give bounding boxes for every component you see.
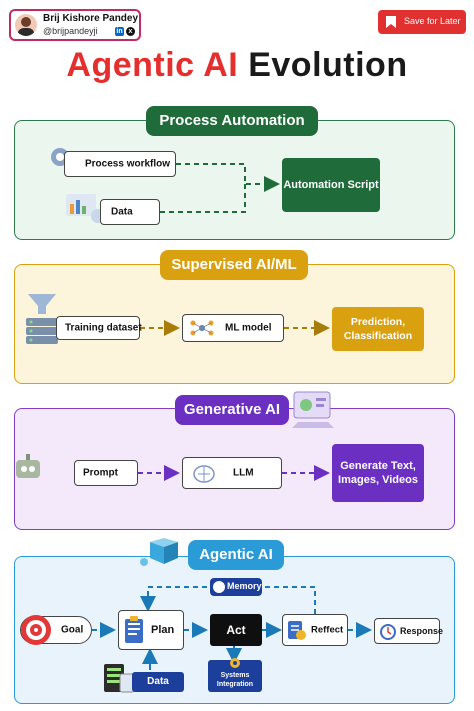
reflect-label: Reffect	[311, 624, 344, 636]
process-automation-heading: Process Automation	[146, 106, 318, 136]
prompt-node: Prompt	[74, 460, 138, 486]
systems-integration-node: Systems Integration	[208, 658, 262, 692]
page-title: Agentic AI Evolution	[0, 46, 474, 85]
goal-node: Goal	[20, 615, 92, 645]
process-workflow-node: Process workflow	[64, 151, 176, 177]
act-node: Act	[210, 614, 262, 646]
reflect-node: Reffect	[282, 614, 348, 646]
goal-label: Goal	[61, 624, 84, 636]
linkedin-icon[interactable]: in	[115, 27, 124, 36]
plan-node: Plan	[118, 610, 184, 650]
plan-label: Plan	[151, 624, 175, 636]
ml-model-label: ML model	[225, 322, 272, 334]
title-part-1: Agentic AI	[66, 46, 239, 84]
response-label: Response	[400, 626, 444, 636]
training-dataset-label: Training dataset	[65, 322, 142, 334]
supervised-ai-heading: Supervised AI/ML	[160, 250, 308, 280]
automation-script-output: Automation Script	[282, 158, 380, 212]
avatar	[15, 14, 37, 36]
agentic-ai-heading: Agentic AI	[188, 540, 284, 570]
llm-label: LLM	[233, 467, 254, 479]
response-node: Response	[374, 618, 444, 644]
data-server-icon	[100, 660, 136, 701]
bookmark-icon	[385, 15, 397, 34]
generate-content-output: Generate Text, Images, Videos	[332, 444, 424, 502]
ml-model-node: ML model	[182, 314, 284, 342]
x-icon[interactable]: x	[126, 27, 135, 36]
save-for-later-label: Save for Later	[404, 16, 461, 26]
training-dataset-node: Training dataset	[56, 316, 142, 340]
author-handle: @brijpandeyji	[43, 26, 98, 36]
agentic-data-node: Data	[132, 672, 184, 692]
generative-illustration-icon	[288, 386, 342, 437]
chatbot-icon	[14, 452, 44, 489]
integration-gear-icon	[229, 656, 241, 674]
reflect-icon	[286, 619, 308, 646]
process-automation-section	[14, 120, 455, 240]
memory-icon	[213, 581, 225, 593]
generative-ai-heading: Generative AI	[175, 395, 289, 425]
save-for-later-button[interactable]: Save for Later	[378, 10, 466, 34]
brain-circuit-icon	[193, 464, 215, 487]
process-workflow-label: Process workflow	[85, 158, 171, 170]
neural-network-icon	[189, 318, 215, 341]
prediction-classification-output: Prediction, Classification	[332, 307, 424, 351]
author-name: Brij Kishore Pandey	[43, 13, 139, 24]
response-cycle-icon	[379, 623, 397, 644]
author-card[interactable]: Brij Kishore Pandey @brijpandeyji in x	[9, 9, 141, 41]
data-label: Data	[111, 206, 133, 218]
data-node: Data	[100, 199, 160, 225]
llm-node: LLM	[182, 457, 282, 489]
title-part-2: Evolution	[248, 46, 408, 84]
ai-cube-illustration-icon	[136, 536, 186, 577]
clipboard-icon	[123, 615, 145, 648]
target-icon	[19, 613, 53, 650]
database-funnel-icon	[22, 292, 62, 351]
memory-label: Memory	[227, 581, 262, 591]
prompt-label: Prompt	[83, 467, 118, 479]
memory-node: Memory	[210, 578, 262, 596]
systems-integration-label: Systems Integration	[216, 672, 254, 688]
